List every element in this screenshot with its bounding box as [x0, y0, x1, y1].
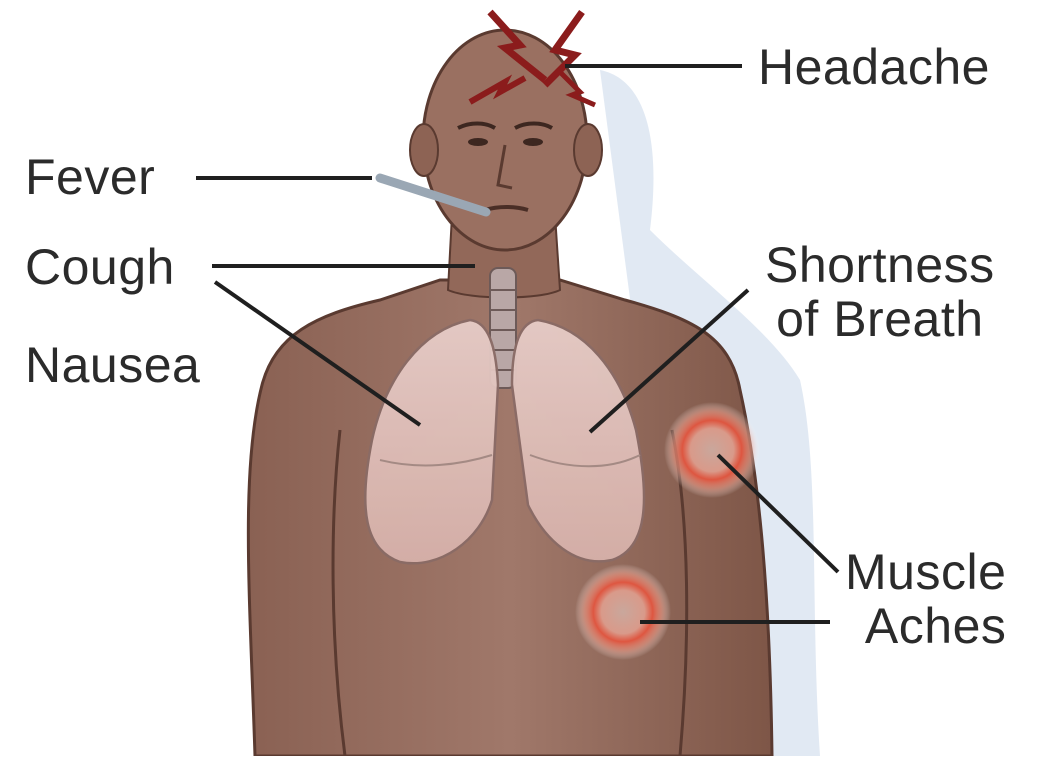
muscle-aches-label: Muscle Aches: [845, 545, 1006, 653]
left-ear: [410, 124, 438, 176]
nausea-label: Nausea: [25, 338, 200, 392]
cough-label: Cough: [25, 240, 175, 294]
right-ear: [574, 124, 602, 176]
shortness-of-breath-label: Shortness of Breath: [765, 238, 995, 346]
fever-label: Fever: [25, 150, 155, 204]
headache-label: Headache: [758, 40, 990, 94]
right-eye: [523, 138, 543, 146]
muscle-ache-spot-abdomen: [575, 564, 671, 660]
left-eye: [468, 138, 488, 146]
